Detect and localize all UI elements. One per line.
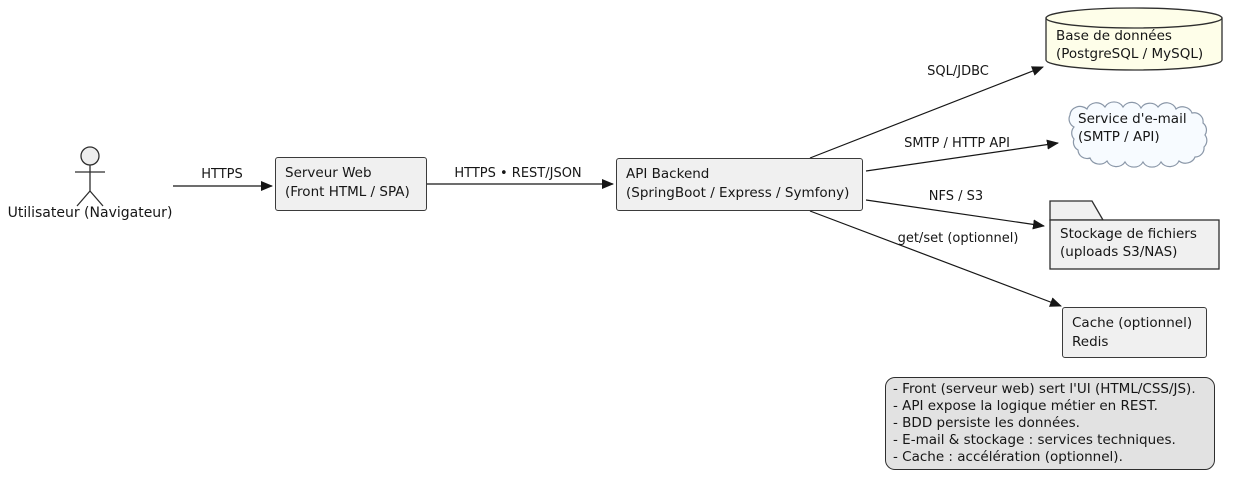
email-service-label-subtitle: (SMTP / API) [1078,128,1160,145]
edge-api-to-email-label: SMTP / HTTP API [904,136,1010,151]
email-service-label: Service d'e-mail (SMTP / API) [1078,111,1187,146]
database-label-title: Base de données [1056,28,1172,44]
email-cloud [1068,101,1208,168]
edge-api-to-cache [809,210,1062,307]
node-web-server-title: Serveur Web [285,165,372,181]
storage-folder-body [1049,219,1220,270]
database-cylinder-top [1045,7,1223,29]
database-label: Base de données (PostgreSQL / MySQL) [1056,28,1203,63]
note-line: - Cache : accélération (optionnel). [893,449,1123,465]
node-cache-title: Cache (optionnel) [1072,315,1193,331]
note-line: - BDD persiste les données. [893,415,1080,431]
actor-left-leg [76,190,91,207]
node-cache-subtitle: Redis [1072,334,1109,350]
edge-api-to-cache-label: get/set (optionnel) [897,231,1019,246]
node-api-backend: API Backend (SpringBoot / Express / Symf… [616,158,863,211]
note-line: - API expose la logique métier en REST. [893,398,1158,414]
node-api-backend-title: API Backend [626,166,710,182]
node-web-server: Serveur Web (Front HTML / SPA) [275,157,427,211]
actor-right-leg [89,190,104,207]
edge-api-to-email [865,139,1059,172]
edge-api-to-storage [865,199,1045,230]
database-cylinder [1045,7,1223,71]
note-line: - Front (serveur web) sert l'UI (HTML/CS… [893,381,1196,397]
edge-api-to-db [809,66,1044,159]
actor-head [80,146,100,166]
node-cache: Cache (optionnel) Redis [1062,307,1207,358]
note-line: - E-mail & stockage : services technique… [893,432,1176,448]
file-storage-label-title: Stockage de fichiers [1060,226,1197,242]
database-cylinder-body [1045,18,1223,71]
storage-folder-tab [1049,200,1105,221]
actor-label: Utilisateur (Navigateur) [7,205,173,221]
edge-api-to-storage-label: NFS / S3 [928,189,984,204]
storage-folder [1049,200,1220,270]
node-api-backend-subtitle: (SpringBoot / Express / Symfony) [626,185,850,201]
edge-api-to-db-label: SQL/JDBC [927,64,989,79]
file-storage-label-subtitle: (uploads S3/NAS) [1060,243,1178,260]
edge-web-to-api-label: HTTPS • REST/JSON [454,166,582,181]
edge-user-to-web-label: HTTPS [201,167,243,182]
node-web-server-subtitle: (Front HTML / SPA) [285,184,410,200]
file-storage-label: Stockage de fichiers (uploads S3/NAS) [1060,226,1197,261]
email-service-label-title: Service d'e-mail [1078,111,1187,127]
database-label-subtitle: (PostgreSQL / MySQL) [1056,45,1204,62]
actor-figure [75,146,105,207]
note-box: - Front (serveur web) sert l'UI (HTML/CS… [885,377,1215,470]
